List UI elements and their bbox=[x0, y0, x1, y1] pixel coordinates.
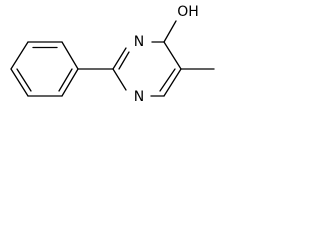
bond-ph-1 bbox=[61, 41, 79, 70]
pyrimidine-ring bbox=[112, 41, 182, 97]
bond-ph-6-inner bbox=[58, 68, 73, 92]
structure-canvas: N N OH bbox=[0, 0, 246, 120]
bond-c4-c5 bbox=[163, 41, 182, 70]
bond-ph-4 bbox=[10, 68, 29, 97]
atom-label-n-lower: N bbox=[134, 89, 144, 105]
bond-c5-c6 bbox=[163, 68, 182, 97]
bond-c2-n3-inner bbox=[118, 51, 130, 70]
bond-ph-6 bbox=[61, 68, 79, 97]
bond-c5-c6-inner bbox=[159, 68, 176, 92]
atom-label-n-upper: N bbox=[134, 34, 144, 50]
phenyl-ring bbox=[10, 41, 79, 97]
atom-label-hydroxyl: OH bbox=[177, 4, 199, 20]
bond-c4-oh bbox=[163, 20, 177, 43]
bond-ph-4-inner bbox=[16, 68, 32, 92]
bond-c2-n3 bbox=[112, 47, 127, 70]
molecule-drawing: N N OH bbox=[10, 4, 215, 105]
bond-ph-3 bbox=[10, 41, 29, 70]
bond-n1-c2 bbox=[112, 68, 127, 91]
